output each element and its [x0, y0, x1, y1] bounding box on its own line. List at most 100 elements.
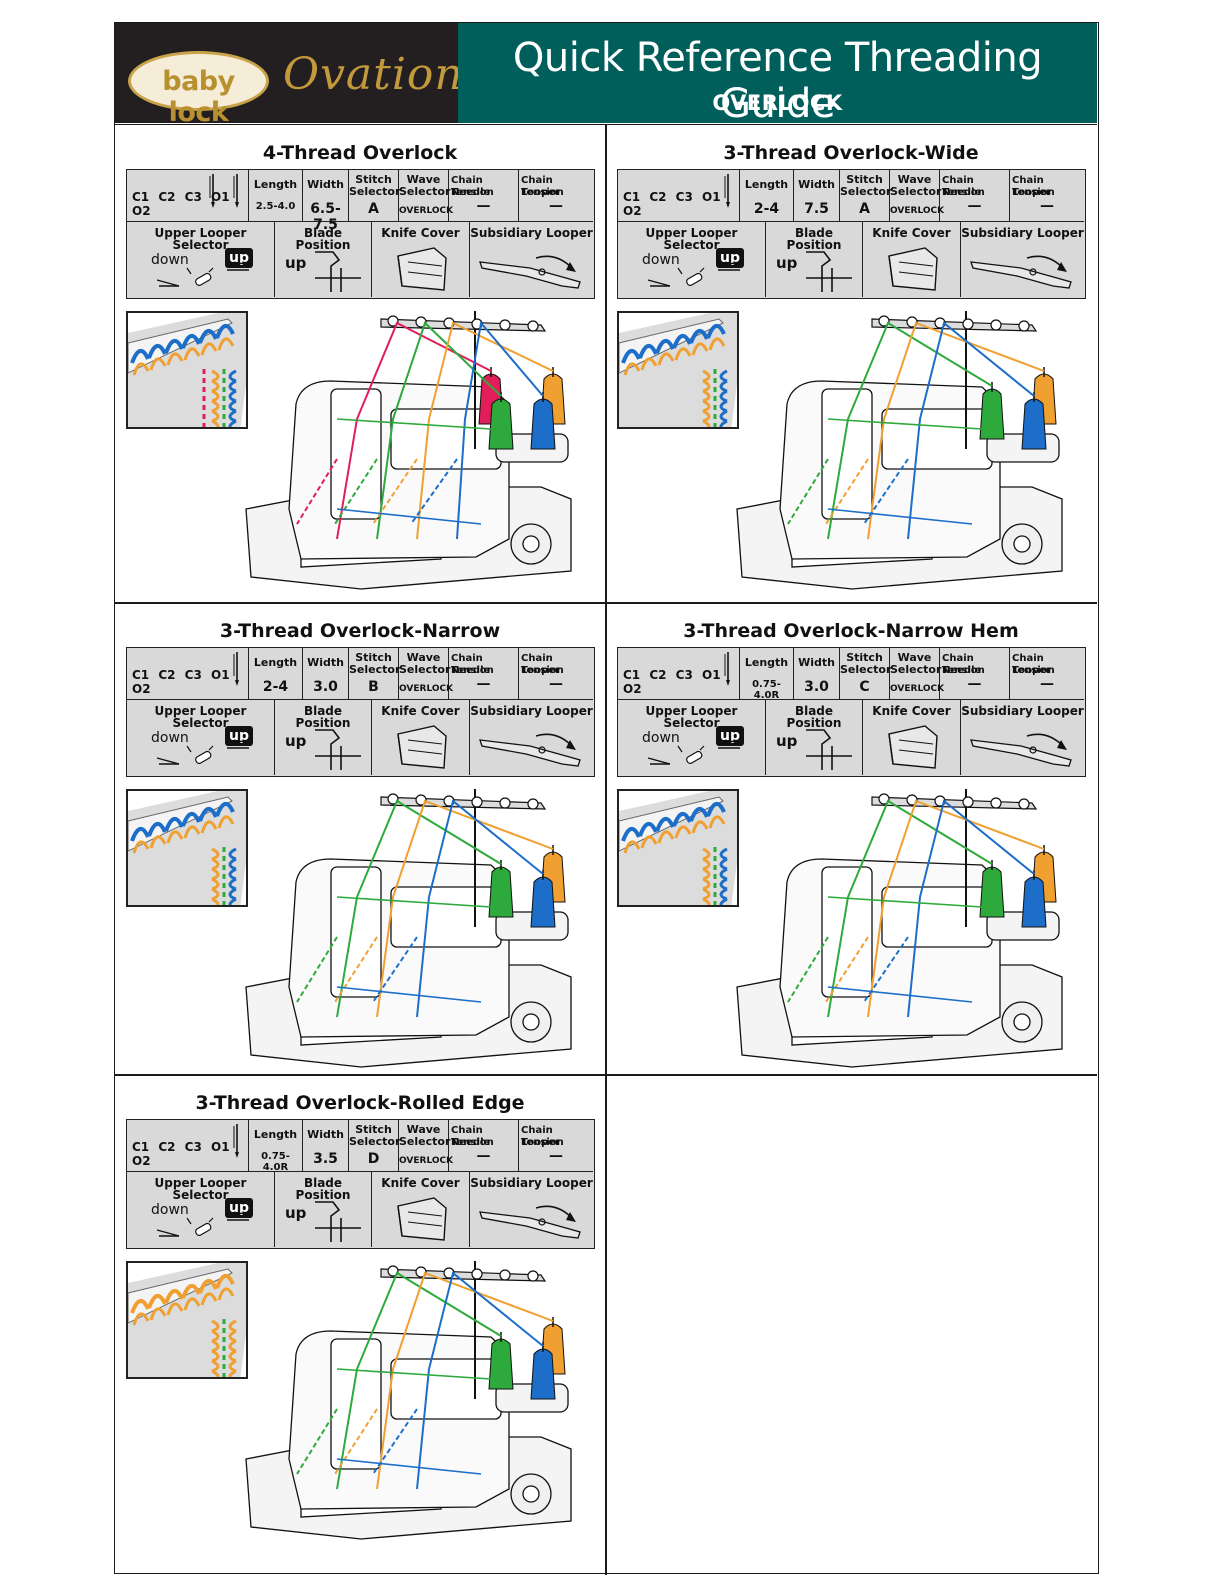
stitch-selector-value: A	[368, 201, 379, 217]
upper-looper-label: Upper Looper Selector	[645, 704, 738, 730]
needle-position-cell: C1 C2 C3 O1 O2	[618, 170, 740, 222]
stitch-illustration	[619, 313, 737, 427]
chain-needle-label-2: Tension	[451, 187, 494, 198]
blade-up-label: up	[776, 732, 798, 750]
blade-icon	[806, 251, 852, 292]
header: baby lock OvationTM Quick Reference Thre…	[115, 23, 1097, 128]
panel-title: 3-Thread Overlock-Narrow Hem	[683, 620, 1019, 642]
selector-lever-icon	[156, 1211, 250, 1237]
stitch-diagram	[617, 311, 739, 429]
needle-position-cell: C1 C2 C3 O1 O2	[618, 648, 740, 700]
serger-threading-diagram	[245, 311, 572, 590]
panel-title: 3-Thread Overlock-Narrow	[219, 620, 501, 642]
length-cell: Length 0.75-4.0R	[740, 648, 794, 701]
upper-looper-selector-cell: Upper Looper Selector down up	[127, 700, 275, 775]
subsidiary-looper-label: Subsidiary Looper	[470, 704, 593, 718]
needle-icon	[209, 174, 239, 208]
wave-selector-label-2: Selector	[399, 1135, 451, 1148]
wave-selector-label-1: Wave	[406, 1123, 441, 1136]
serger-threading-diagram	[736, 789, 1063, 1068]
chain-needle-value: —	[476, 198, 491, 214]
chain-looper-tension-cell: Chain Looper Tension —	[1010, 170, 1084, 222]
wave-selector-label-1: Wave	[406, 651, 441, 664]
wave-selector-label-1: Wave	[406, 173, 441, 186]
width-cell: Width 3.0	[303, 648, 349, 700]
width-cell: Width 7.5	[794, 170, 840, 222]
knife-cover-icon	[397, 1197, 447, 1241]
wave-selector-value: OVERLOCK	[399, 684, 454, 694]
width-value: 3.0	[804, 679, 829, 695]
chain-looper-label-2: Tension	[1012, 187, 1055, 198]
stitch-selector-value: B	[368, 679, 379, 695]
stitch-selector-label-2: Selector	[349, 185, 401, 198]
length-value: 2.5-4.0	[255, 201, 296, 212]
length-value: 0.75-4.0R	[261, 1151, 290, 1173]
selector-lever-icon	[647, 261, 741, 287]
stitch-illustration	[128, 1263, 246, 1377]
wave-selector-cell: Wave Selector OVERLOCK	[399, 1120, 453, 1172]
blade-up-label: up	[776, 254, 798, 272]
row-divider	[115, 602, 1097, 604]
chain-needle-tension-cell: Chain Needle Tension —	[940, 648, 1010, 700]
width-value: 3.5	[313, 1151, 338, 1167]
chain-looper-tension-cell: Chain Looper Tension —	[519, 170, 593, 222]
stitch-selector-cell: Stitch Selector B	[349, 648, 401, 700]
stitch-panel-5: 3-Thread Overlock-Rolled Edge C1 C2 C3 O…	[115, 1075, 605, 1545]
down-label: down	[151, 730, 189, 746]
down-label: down	[151, 1202, 189, 1218]
blade-position-cell: Blade Position up	[275, 1172, 372, 1247]
width-label: Width	[307, 656, 344, 669]
length-label: Length	[744, 178, 789, 191]
wave-selector-cell: Wave Selector OVERLOCK	[890, 170, 944, 222]
subsidiary-looper-label: Subsidiary Looper	[470, 226, 593, 240]
upper-looper-label: Upper Looper Selector	[154, 1176, 247, 1202]
stitch-selector-value: A	[859, 201, 870, 217]
subsidiary-looper-cell: Subsidiary Looper	[961, 700, 1084, 775]
panel-title: 3-Thread Overlock-Rolled Edge	[195, 1092, 525, 1114]
panel-title: 3-Thread Overlock-Wide	[723, 142, 979, 164]
wave-selector-label-2: Selector	[890, 663, 942, 676]
width-label: Width	[307, 178, 344, 191]
selector-lever-icon	[156, 739, 250, 765]
needle-icon	[724, 174, 730, 208]
subsidiary-looper-label: Subsidiary Looper	[961, 226, 1084, 240]
settings-table: C1 C2 C3 O1 O2 Length 2.5-4.0 Width 6.5-…	[126, 169, 595, 299]
chain-looper-value: —	[1040, 198, 1054, 214]
stitch-selector-value: C	[859, 679, 870, 695]
serger-threading-diagram	[736, 311, 1063, 590]
subsidiary-looper-label: Subsidiary Looper	[961, 704, 1084, 718]
stitch-selector-cell: Stitch Selector A	[840, 170, 892, 222]
chain-needle-label-2: Tension	[451, 1137, 494, 1148]
blade-position-label: Blade Position	[786, 226, 842, 252]
panel-title: 4-Thread Overlock	[262, 142, 458, 164]
needle-position-cell: C1 C2 C3 O1 O2	[127, 648, 249, 700]
upper-looper-label: Upper Looper Selector	[154, 704, 247, 730]
product-name: OvationTM	[283, 49, 483, 100]
wave-selector-cell: Wave Selector OVERLOCK	[890, 648, 944, 700]
knife-cover-cell: Knife Cover	[372, 1172, 470, 1247]
upper-looper-label: Upper Looper Selector	[645, 226, 738, 252]
chain-looper-label-2: Tension	[521, 665, 564, 676]
needle-position-cell: C1 C2 C3 O1 O2	[127, 1120, 249, 1172]
length-cell: Length 2-4	[249, 648, 303, 700]
chain-looper-value: —	[549, 198, 563, 214]
chain-looper-value: —	[549, 676, 563, 692]
chain-looper-label-2: Tension	[521, 187, 564, 198]
chain-looper-tension-cell: Chain Looper Tension —	[519, 1120, 593, 1172]
stitch-selector-label-2: Selector	[840, 185, 892, 198]
wave-selector-value: OVERLOCK	[399, 206, 454, 216]
settings-table: C1 C2 C3 O1 O2 Length 0.75-4.0R Width 3.…	[126, 1119, 595, 1249]
chain-needle-value: —	[967, 198, 982, 214]
blade-position-label: Blade Position	[295, 704, 351, 730]
knife-cover-label: Knife Cover	[872, 226, 951, 240]
chain-looper-value: —	[549, 1148, 563, 1164]
length-cell: Length 2-4	[740, 170, 794, 222]
column-divider	[605, 125, 607, 1575]
stitch-selector-label-1: Stitch	[355, 173, 392, 186]
blade-position-cell: Blade Position up	[766, 222, 863, 297]
needle-positions: C1 C2 C3 O1 O2	[132, 190, 230, 218]
stitch-selector-label-2: Selector	[349, 663, 401, 676]
selector-lever-icon	[156, 261, 250, 287]
stitch-panel-1: 4-Thread Overlock C1 C2 C3 O1 O2 Length …	[115, 125, 605, 595]
blade-position-label: Blade Position	[295, 1176, 351, 1202]
